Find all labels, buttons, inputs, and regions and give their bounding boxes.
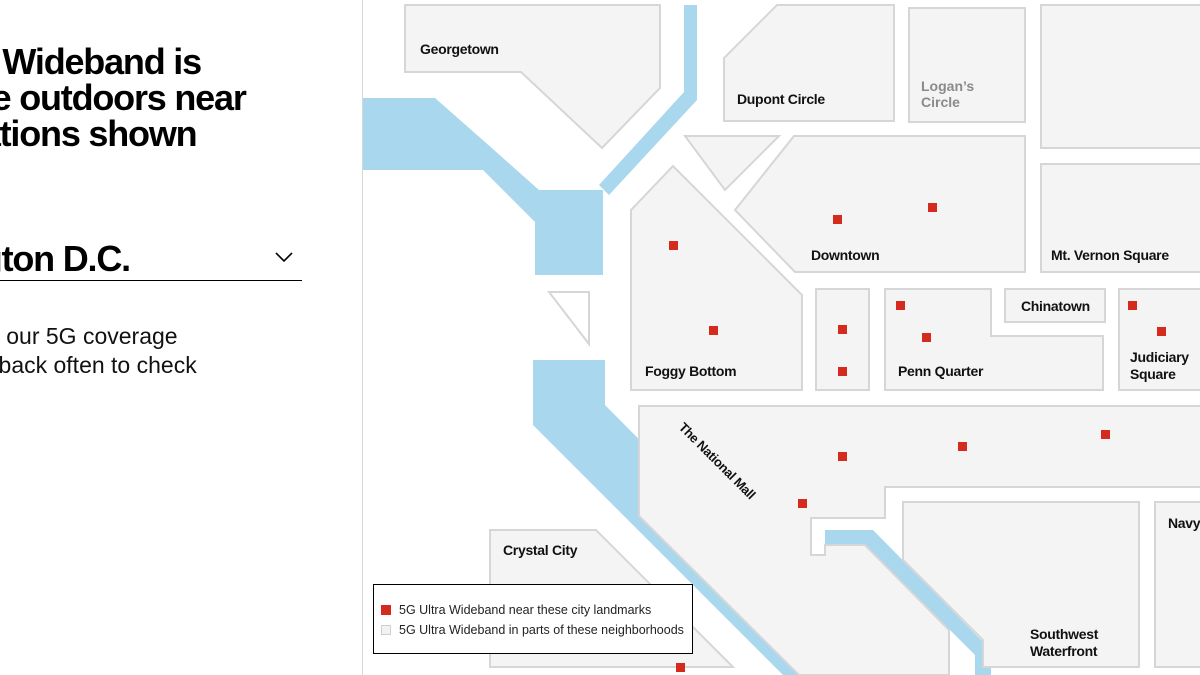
- coverage-map[interactable]: Georgetown Dupont Circle Logan’s Circle …: [363, 0, 1200, 675]
- legend-item-landmarks: 5G Ultra Wideband near these city landma…: [381, 603, 651, 619]
- label-dupont-circle: Dupont Circle: [737, 91, 825, 107]
- landmark-marker[interactable]: [838, 367, 847, 376]
- label-foggy-bottom: Foggy Bottom: [645, 363, 736, 379]
- potomac-river-upper: [363, 98, 603, 275]
- landmark-marker[interactable]: [833, 215, 842, 224]
- title-line: cations shown: [0, 113, 198, 154]
- gray-square-icon: [381, 625, 391, 635]
- city-dropdown[interactable]: ngton D.C.: [0, 236, 302, 281]
- label-judiciary-square: Judiciary: [1130, 349, 1189, 365]
- legend-label: 5G Ultra Wideband in parts of these neig…: [399, 623, 684, 637]
- block-northeast: [1040, 4, 1200, 149]
- description-line: panding our 5G coverage: [0, 323, 178, 349]
- landmark-marker[interactable]: [896, 301, 905, 310]
- chinatown-block: [1004, 288, 1106, 323]
- landmark-marker[interactable]: [928, 203, 937, 212]
- landmark-marker[interactable]: [838, 325, 847, 334]
- label-southwest-waterfront: Waterfront: [1030, 643, 1098, 659]
- city-dropdown-value: ngton D.C.: [0, 238, 131, 279]
- block-between: [815, 288, 870, 391]
- logans-circle-block: [908, 7, 1026, 123]
- info-panel: ra Wideband is ble outdoors near cations…: [0, 0, 362, 675]
- mt-vernon-square-block: [1040, 163, 1200, 273]
- landmark-marker[interactable]: [709, 326, 718, 335]
- georgetown-block: [404, 4, 661, 150]
- description-line: . Come back often to check: [0, 352, 197, 378]
- title-line: ra Wideband is: [0, 41, 202, 82]
- label-mt-vernon-square: Mt. Vernon Square: [1051, 247, 1169, 263]
- map-canvas: Georgetown Dupont Circle Logan’s Circle …: [363, 4, 1200, 675]
- national-mall-block: [638, 405, 1200, 675]
- chevron-down-icon: [275, 252, 293, 263]
- navy-yard-block: [1154, 501, 1200, 668]
- rock-creek: [599, 5, 697, 195]
- page-title: ra Wideband is ble outdoors near cations…: [0, 44, 362, 152]
- landmark-marker[interactable]: [1128, 301, 1137, 310]
- small-triangle-block: [683, 135, 782, 192]
- label-georgetown: Georgetown: [420, 41, 499, 57]
- label-navy-yard: Navy: [1168, 515, 1200, 531]
- legend-label: 5G Ultra Wideband near these city landma…: [399, 603, 652, 617]
- judiciary-square-block: [1118, 288, 1200, 391]
- landmark-marker[interactable]: [798, 499, 807, 508]
- downtown-block: [733, 135, 1026, 273]
- label-logans-circle: Circle: [921, 94, 960, 110]
- landmark-marker[interactable]: [669, 241, 678, 250]
- label-judiciary-square: Square: [1130, 366, 1176, 382]
- label-crystal-city: Crystal City: [503, 542, 578, 558]
- panel-divider: [362, 0, 363, 675]
- landmark-marker[interactable]: [838, 452, 847, 461]
- landmark-marker[interactable]: [1157, 327, 1166, 336]
- southwest-waterfront-block: [902, 501, 1140, 668]
- legend-item-neighborhoods: 5G Ultra Wideband in parts of these neig…: [381, 623, 684, 639]
- dupont-circle-block: [723, 4, 895, 122]
- landmark-marker[interactable]: [958, 442, 967, 451]
- description-line: s.: [0, 380, 308, 409]
- penn-quarter-block: [884, 288, 1104, 391]
- red-square-icon: [381, 605, 391, 615]
- label-penn-quarter: Penn Quarter: [898, 363, 984, 379]
- label-chinatown: Chinatown: [1021, 298, 1090, 314]
- island-block: [546, 291, 590, 347]
- label-southwest-waterfront: Southwest: [1030, 626, 1099, 642]
- label-downtown: Downtown: [811, 247, 879, 263]
- map-legend: 5G Ultra Wideband near these city landma…: [373, 584, 693, 654]
- landmark-marker[interactable]: [922, 333, 931, 342]
- foggy-bottom-block: [630, 164, 803, 391]
- landmark-marker[interactable]: [1101, 430, 1110, 439]
- title-line: ble outdoors near: [0, 77, 247, 118]
- label-logans-circle: Logan’s: [921, 78, 974, 94]
- landmark-marker[interactable]: [676, 663, 685, 672]
- coverage-description: panding our 5G coverage . Come back ofte…: [0, 322, 308, 409]
